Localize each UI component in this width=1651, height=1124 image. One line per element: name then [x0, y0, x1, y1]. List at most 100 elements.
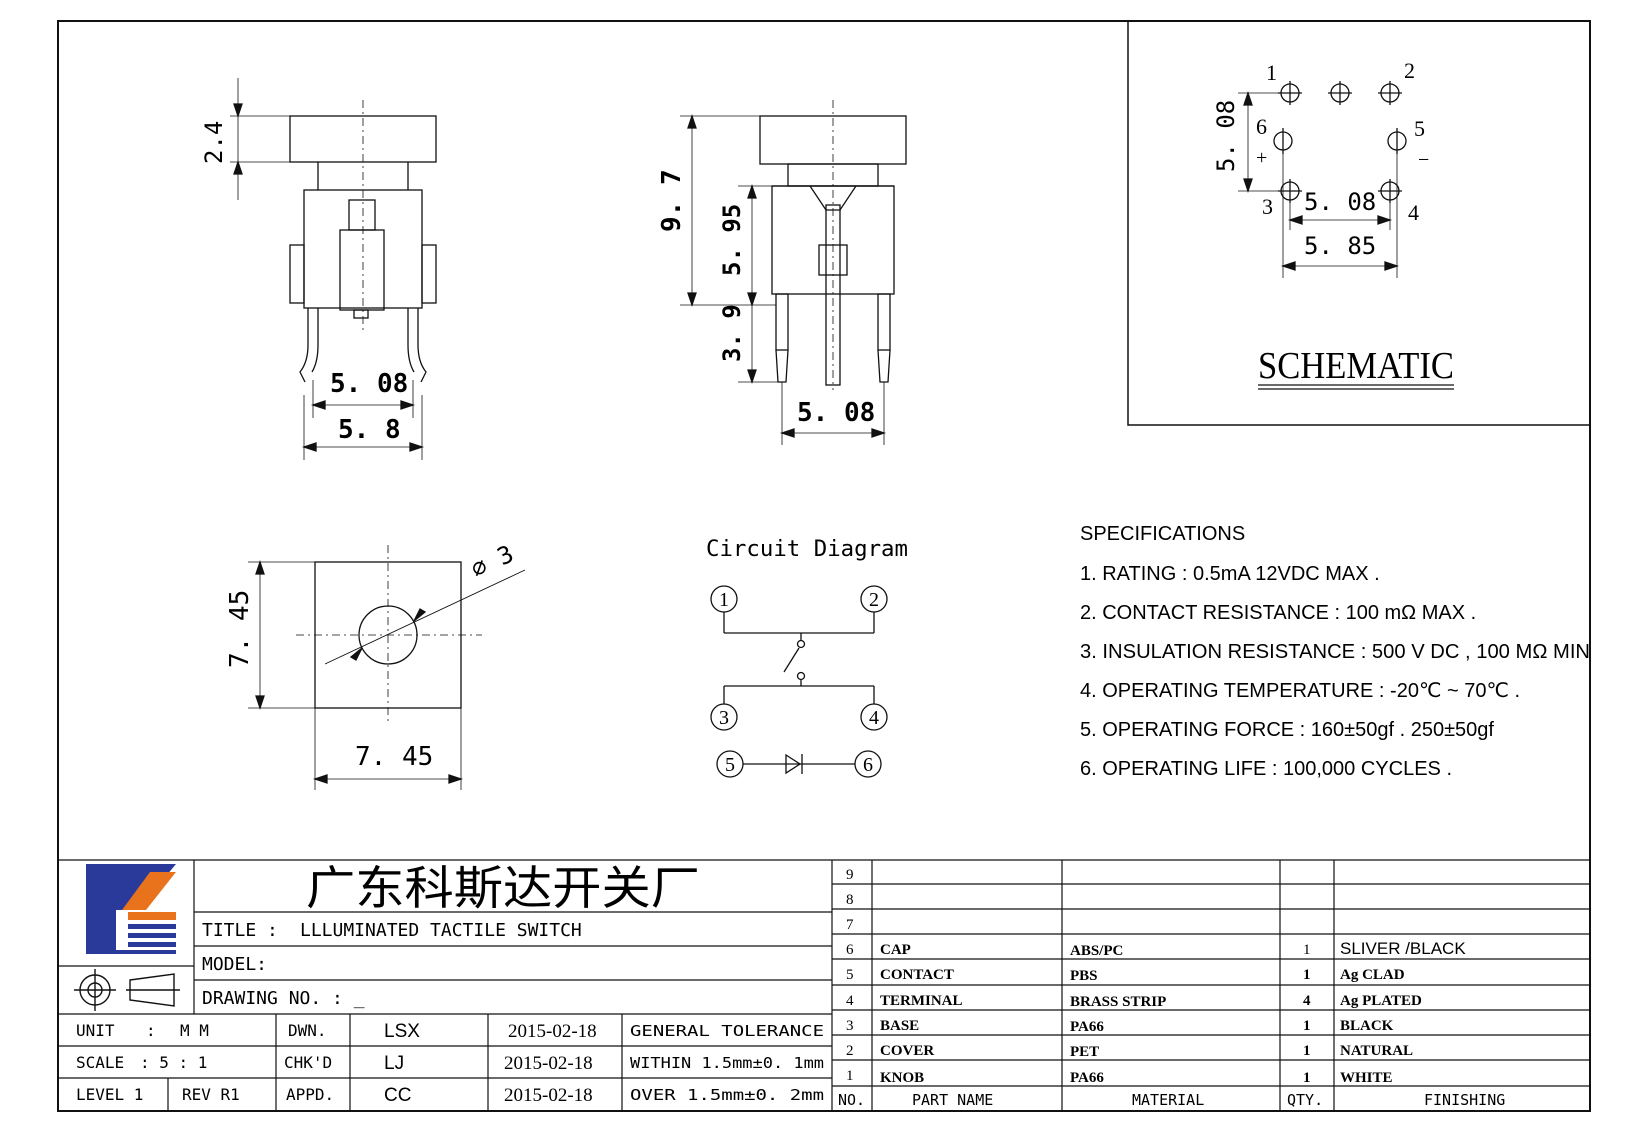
approved-by-name: CC	[384, 1085, 411, 1106]
specifications-heading: SPECIFICATIONS	[1080, 523, 1245, 545]
approved-date: 2015-02-18	[504, 1085, 593, 1106]
bom-no: 5	[846, 967, 854, 983]
bom-row: 4 TERMINAL BRASS STRIP 4 Ag PLATED	[846, 993, 1422, 1010]
pin-3-symbol	[1278, 179, 1302, 203]
schematic-dim-vertical: 5. 08	[1212, 100, 1240, 172]
pin-4-symbol	[1378, 179, 1402, 203]
checked-date: 2015-02-18	[504, 1053, 593, 1074]
dim-side-cap-height: 2.4	[200, 121, 228, 164]
scale-value: : 5 : 1	[140, 1053, 207, 1072]
circuit-node-4: 4	[869, 707, 879, 729]
bom-finish: BLACK	[1340, 1018, 1394, 1034]
bom-finish: WHITE	[1340, 1070, 1393, 1086]
dim-top-height: 7. 45	[225, 590, 255, 668]
dim-front-body: 5. 95	[718, 204, 746, 276]
spec-item: 5. OPERATING FORCE : 160±50gf . 250±50gf	[1080, 719, 1494, 741]
bom-header-material: MATERIAL	[1132, 1091, 1204, 1109]
tolerance-within: WITHIN 1.5mm±0. 1mm	[630, 1054, 824, 1072]
bom-row: 1 KNOB PA66 1 WHITE	[846, 1068, 1393, 1086]
bom-material: PBS	[1070, 968, 1098, 984]
tolerance-over: OVER 1.5mm±0. 2mm	[630, 1086, 824, 1104]
side-view	[230, 78, 437, 460]
bom-row: 6 CAP ABS/PC 1 SLIVER /BLACK	[846, 939, 1466, 959]
scale-label: SCALE	[76, 1053, 124, 1072]
schematic-pin-5-label: 5	[1414, 116, 1425, 141]
circuit-diagram	[710, 585, 888, 778]
drawing-frame	[57, 20, 1591, 1112]
circuit-node-5: 5	[725, 754, 735, 776]
dim-top-width: 7. 45	[355, 742, 433, 772]
dim-front-pin: 3. 9	[718, 304, 746, 362]
unit-separator: :	[146, 1021, 156, 1040]
model-label: MODEL:	[202, 954, 267, 975]
dim-front-height: 9. 7	[657, 169, 687, 232]
drawn-label: DWN.	[288, 1021, 327, 1040]
circuit-diagram-title: Circuit Diagram	[706, 537, 908, 562]
title-label: TITLE :	[202, 920, 278, 941]
revision-label: REV R1	[182, 1085, 240, 1104]
spec-item: 4. OPERATING TEMPERATURE : -20℃ ~ 70℃ .	[1080, 680, 1520, 702]
title-block-grid	[58, 859, 1590, 1111]
schematic-pin-2-label: 2	[1404, 58, 1415, 83]
bom-part: TERMINAL	[880, 993, 963, 1009]
bom-part: BASE	[880, 1018, 919, 1034]
company-name: 广东科斯达开关厂	[306, 863, 700, 914]
schematic-pin-3-label: 3	[1262, 194, 1273, 219]
bom-finish: SLIVER /BLACK	[1340, 939, 1466, 958]
level-label: LEVEL 1	[76, 1085, 143, 1104]
spec-item: 1. RATING : 0.5mA 12VDC MAX .	[1080, 563, 1380, 585]
bom-row: 3 BASE PA66 1 BLACK	[846, 1018, 1394, 1035]
company-logo	[86, 864, 176, 954]
schematic-dim-outer: 5. 85	[1304, 232, 1376, 260]
drawn-by-name: LSX	[384, 1021, 420, 1042]
spec-item: 2. CONTACT RESISTANCE : 100 mΩ MAX .	[1080, 602, 1476, 624]
bill-of-materials: 9 8 7 6 CAP ABS/PC 1 SLIVER /BLACK 5 CON…	[838, 867, 1505, 1109]
bom-part: CONTACT	[880, 967, 954, 983]
checked-by-name: LJ	[384, 1053, 404, 1074]
title-value: LLLUMINATED TACTILE SWITCH	[300, 920, 582, 941]
bom-finish: Ag CLAD	[1340, 967, 1405, 983]
spec-item: 3. INSULATION RESISTANCE : 500 V DC , 10…	[1080, 641, 1590, 663]
bom-material: PET	[1070, 1044, 1099, 1060]
bom-no: 6	[846, 942, 854, 958]
bom-row: 9	[846, 867, 854, 883]
bom-qty: 1	[1303, 967, 1311, 983]
drawn-date: 2015-02-18	[508, 1021, 597, 1042]
bom-header-finishing: FINISHING	[1424, 1091, 1505, 1109]
bom-part: CAP	[880, 942, 911, 958]
bom-row: 2 COVER PET 1 NATURAL	[846, 1043, 1413, 1060]
checked-label: CHK'D	[284, 1053, 332, 1072]
dim-side-pitch: 5. 08	[330, 369, 408, 399]
circuit-node-6: 6	[863, 754, 873, 776]
schematic-minus-label: −	[1418, 149, 1429, 171]
top-view	[248, 545, 526, 790]
schematic-box	[1127, 20, 1591, 426]
bom-header-part: PART NAME	[912, 1091, 993, 1109]
dim-side-width: 5. 8	[338, 415, 401, 445]
schematic-pin-layout	[1238, 81, 1454, 390]
dim-front-pitch: 5. 08	[797, 398, 875, 428]
bom-finish: Ag PLATED	[1340, 993, 1422, 1009]
unit-value: M M	[180, 1021, 209, 1040]
bom-part: KNOB	[880, 1070, 924, 1086]
bom-qty: 1	[1303, 942, 1311, 958]
schematic-dim-inner: 5. 08	[1304, 188, 1376, 216]
pin-2-symbol	[1378, 81, 1402, 105]
bom-part: COVER	[880, 1043, 934, 1059]
bom-header: NO. PART NAME MATERIAL QTY. FINISHING	[838, 1091, 1505, 1109]
bom-no: 1	[846, 1068, 854, 1084]
tolerance-title: GENERAL TOLERANCE	[630, 1022, 824, 1040]
bom-material: BRASS STRIP	[1070, 994, 1166, 1010]
bom-no: 9	[846, 867, 854, 883]
specifications: SPECIFICATIONS 1. RATING : 0.5mA 12VDC M…	[1080, 523, 1590, 780]
bom-material: ABS/PC	[1070, 943, 1123, 959]
spec-item: 6. OPERATING LIFE : 100,000 CYCLES .	[1080, 758, 1452, 780]
bom-no: 2	[846, 1043, 854, 1059]
front-view	[680, 100, 907, 445]
circuit-node-1: 1	[719, 589, 729, 611]
schematic-pin-4-label: 4	[1408, 200, 1419, 225]
bom-material: PA66	[1070, 1019, 1104, 1035]
bom-qty: 1	[1303, 1070, 1311, 1086]
approved-label: APPD.	[286, 1085, 334, 1104]
